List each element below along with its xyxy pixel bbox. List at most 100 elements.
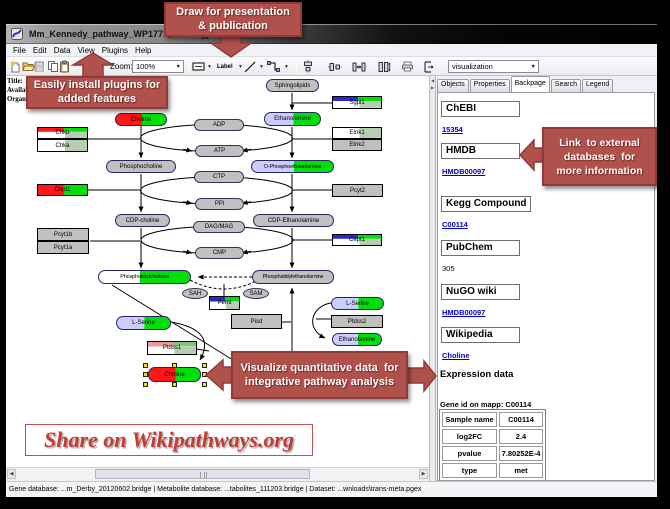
table-cell: type xyxy=(442,463,497,478)
pathway-node-chka[interactable]: Chka xyxy=(37,139,88,152)
pathway-node-etnk2[interactable]: Etnk2 xyxy=(332,139,382,151)
selection-handle[interactable] xyxy=(142,381,148,387)
pathway-node-l-serine[interactable]: L-Serine xyxy=(116,316,171,330)
pathway-node-etnk1[interactable]: Etnk1 xyxy=(332,127,382,139)
pathway-node-l-serine[interactable]: L-Serine xyxy=(331,297,384,310)
pathway-node-ethanolamine[interactable]: Ethanolamine xyxy=(264,112,321,126)
pathway-node-label: CTP xyxy=(213,174,225,180)
tab-properties[interactable]: Properties xyxy=(469,79,510,92)
pathway-node-pisd[interactable]: Pisd xyxy=(231,314,282,329)
match-size-icon[interactable] xyxy=(377,60,391,73)
pathway-node-pcyt1a[interactable]: Pcyt1a xyxy=(37,241,89,254)
zoom-combobox[interactable]: 100% ▼ xyxy=(132,60,184,73)
pathway-node-ctp[interactable]: CTP xyxy=(194,171,244,183)
pathway-node-label: Ptdss2 xyxy=(347,318,367,325)
pathway-node-phosphatidylethanolamine[interactable]: Phosphatidylethanolamine xyxy=(252,270,334,284)
pathway-node-adp[interactable]: ADP xyxy=(194,119,244,131)
selection-handle[interactable] xyxy=(142,372,148,377)
table-cell: Sample name xyxy=(442,412,497,427)
menu-item-view[interactable]: View xyxy=(77,45,95,55)
pathway-node-label: PPi xyxy=(214,201,225,207)
tab-legend[interactable]: Legend xyxy=(581,79,614,92)
menu-item-plugins[interactable]: Plugins xyxy=(101,45,129,55)
backpage-link[interactable]: 15354 xyxy=(442,124,463,134)
backpage-link[interactable]: HMDB00097 xyxy=(442,166,486,176)
pathway-node-phosphatidylcholines[interactable]: Phosphatidylcholines xyxy=(98,270,191,284)
pathway-node-o-phosphoethanolamine[interactable]: O-Phosphoethanolamine xyxy=(251,160,334,173)
selection-handle[interactable] xyxy=(172,381,177,387)
paste-icon[interactable] xyxy=(59,60,70,73)
open-icon[interactable] xyxy=(22,60,35,73)
pathway-node-label: Choline xyxy=(164,371,185,378)
datanode-icon[interactable] xyxy=(192,60,205,73)
menu-item-data[interactable]: Data xyxy=(53,45,71,55)
pathway-node-ptdss1[interactable]: Ptdss1 xyxy=(147,341,197,355)
pathway-node-ptdss2[interactable]: Ptdss2 xyxy=(331,315,383,328)
chevron-down-icon[interactable]: ▼ xyxy=(259,64,264,70)
scrollbar-thumb[interactable] xyxy=(95,469,310,479)
title-bar[interactable]: Mm_Kennedy_pathway_WP1771_45176.gp xyxy=(6,24,657,44)
pathway-node-cdp-choline[interactable]: CDP-choline xyxy=(115,214,170,227)
align-center-icon[interactable] xyxy=(302,60,314,73)
connector-icon[interactable] xyxy=(267,60,280,73)
align-middle-icon[interactable] xyxy=(328,60,342,73)
pathway-node-choline[interactable]: Choline xyxy=(148,367,201,382)
splitter-collapse-icon[interactable]: ◀ xyxy=(431,78,435,83)
new-icon[interactable] xyxy=(10,60,21,73)
panel-splitter[interactable]: ◀ ▶ xyxy=(429,76,436,481)
export-icon[interactable] xyxy=(423,60,435,73)
distribute-icon[interactable] xyxy=(352,60,366,73)
tab-search[interactable]: Search xyxy=(550,79,581,92)
pathway-node-pemt[interactable]: Pemt xyxy=(209,296,240,310)
backpage-link[interactable]: C00114 xyxy=(442,219,468,229)
table-cell: 2.4 xyxy=(499,429,543,444)
tab-objects[interactable]: Objects xyxy=(437,79,469,92)
line-icon[interactable] xyxy=(244,60,256,73)
splitter-expand-icon[interactable]: ▶ xyxy=(431,85,435,90)
pathway-node-cmp[interactable]: CMP xyxy=(195,247,244,259)
pathway-node-pcyt2[interactable]: Pcyt2 xyxy=(332,184,383,197)
menu-item-help[interactable]: Help xyxy=(135,45,152,55)
menu-item-edit[interactable]: Edit xyxy=(32,45,47,55)
chevron-down-icon[interactable]: ▼ xyxy=(238,64,243,70)
scroll-right-icon[interactable]: ▶ xyxy=(419,469,428,479)
pathway-node-label: L-Serine xyxy=(132,320,155,326)
pathway-node-sam[interactable]: SAM xyxy=(243,288,269,299)
pathway-canvas[interactable]: Title:Availability:Organism: Sphingolipi… xyxy=(6,76,429,467)
chevron-down-icon: ▼ xyxy=(530,64,536,70)
print-icon[interactable] xyxy=(401,60,414,73)
scroll-left-icon[interactable]: ◀ xyxy=(7,469,16,479)
visualization-combobox[interactable]: visualization ▼ xyxy=(448,60,539,73)
selection-handle[interactable] xyxy=(201,381,207,387)
window-title: Mm_Kennedy_pathway_WP1771_45176.gp xyxy=(29,29,212,39)
selection-handle[interactable] xyxy=(142,362,148,368)
tab-backpage[interactable]: Backpage xyxy=(510,76,550,92)
label-tool-button[interactable]: Label xyxy=(217,63,233,70)
pathway-node-sgpl1[interactable]: Sgpl1 xyxy=(332,96,382,109)
pathway-node-sah[interactable]: SAH xyxy=(182,288,208,299)
pathway-node-atp[interactable]: ATP xyxy=(195,145,244,157)
chevron-down-icon[interactable]: ▼ xyxy=(284,64,289,70)
selection-handle[interactable] xyxy=(201,362,207,368)
pathway-node-sphingolipids[interactable]: Sphingolipids xyxy=(266,79,319,92)
pathway-node-chpt1[interactable]: Chpt1 xyxy=(37,184,88,196)
backpage-link[interactable]: Choline xyxy=(442,350,470,360)
pathway-node-phosphocholine[interactable]: Phosphocholine xyxy=(106,160,176,173)
pathway-node-pcyt1b[interactable]: Pcyt1b xyxy=(37,228,89,241)
pathway-node-ethanolamine[interactable]: Ethanolamine xyxy=(332,333,382,346)
backpage-link[interactable]: HMDB00097 xyxy=(442,307,486,317)
pathway-node-dag-mag[interactable]: DAG/MAG xyxy=(193,221,245,233)
chevron-down-icon[interactable]: ▼ xyxy=(207,64,212,70)
copy-icon[interactable] xyxy=(47,60,59,73)
pathway-node-chkb[interactable]: Chkb xyxy=(37,127,88,139)
menu-item-file[interactable]: File xyxy=(13,45,26,55)
pathway-node-choline[interactable]: Choline xyxy=(115,113,167,126)
pathway-node-ppi[interactable]: PPi xyxy=(195,198,244,210)
selection-handle[interactable] xyxy=(172,362,177,368)
horizontal-scrollbar[interactable]: ◀ ▶ xyxy=(6,467,429,479)
pathway-node-cept1[interactable]: Cept1 xyxy=(332,234,382,246)
pathway-node-cdp-ethanolamine[interactable]: CDP-Ethanolamine xyxy=(253,214,334,227)
